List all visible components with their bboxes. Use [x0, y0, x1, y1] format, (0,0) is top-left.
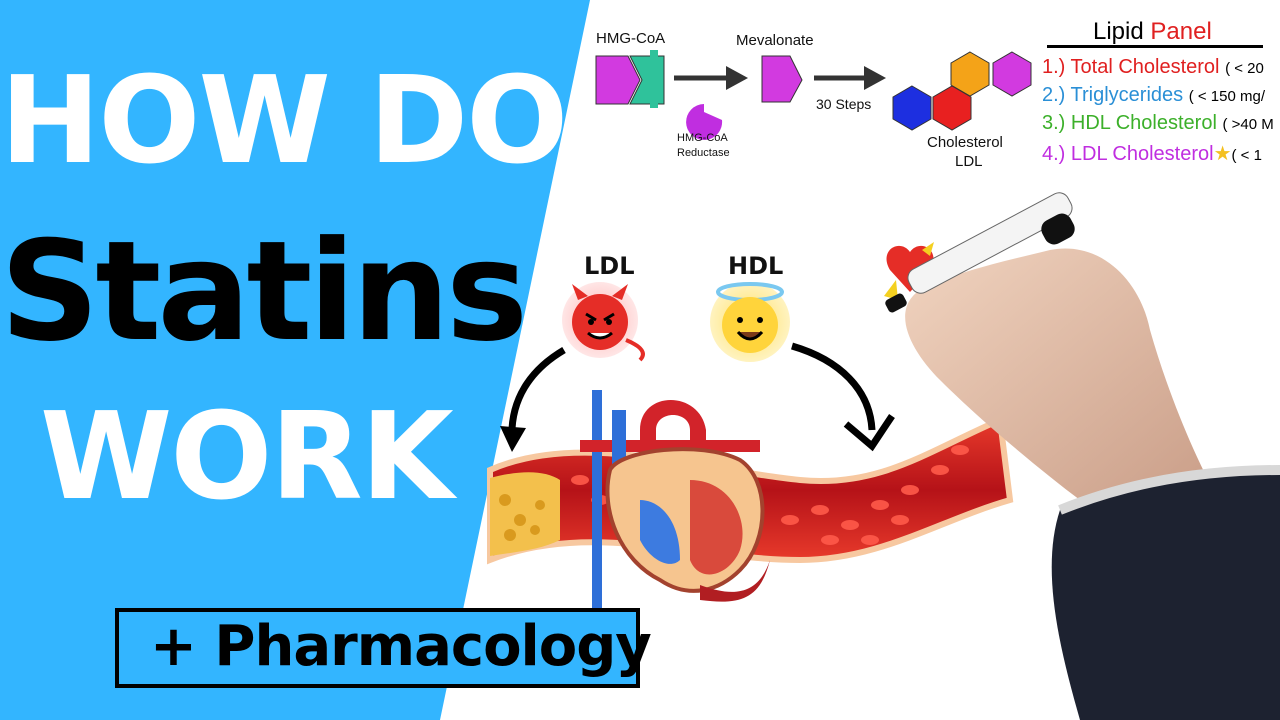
steps-label: 30 Steps	[816, 96, 872, 112]
mevalonate-molecule-icon	[761, 55, 803, 103]
cholesterol-label: Cholesterol	[927, 134, 1003, 151]
title-line-2: Statins	[0, 211, 528, 372]
title-line-3: WORK	[40, 388, 454, 527]
hdl-arrow-head-icon	[843, 414, 895, 452]
lipid-panel-title: Lipid Panel	[1093, 18, 1212, 45]
mevalonate-label: Mevalonate	[736, 32, 814, 49]
hdl-curved-arrow-icon	[791, 342, 876, 431]
heart-icon	[580, 390, 770, 610]
arrow-icon	[674, 66, 748, 90]
cholesterol-molecule-icon	[892, 51, 1032, 131]
ldl-arrow-head-icon	[500, 426, 526, 452]
blue-panel	[0, 0, 590, 720]
subtitle-text: + Pharmacology	[150, 614, 652, 679]
angel-face-icon	[710, 282, 790, 362]
broken-heart-icon	[884, 242, 934, 300]
hdl-label: HDL	[728, 252, 784, 280]
subtitle-badge	[115, 608, 640, 688]
hmg-coa-molecule-icon	[595, 50, 665, 108]
enzyme-label: HMG-CoA	[677, 132, 728, 144]
ldl-label: LDL	[584, 252, 635, 280]
arrow-icon	[814, 66, 886, 90]
star-icon: ★	[1213, 143, 1232, 165]
hand-with-marker-icon	[885, 192, 1280, 720]
ldl-product-label: LDL	[955, 153, 983, 170]
title-line-1: HOW DO	[0, 52, 568, 191]
hmg-coa-label: HMG-CoA	[596, 30, 666, 47]
lipid-panel-underline	[1047, 45, 1263, 48]
lipid-item-triglycerides: 2.) Triglycerides ( < 150 mg/	[1042, 84, 1266, 106]
lipid-item-ldl: 4.) LDL Cholesterol★( < 1	[1042, 143, 1262, 165]
lipid-item-total: 1.) Total Cholesterol ( < 20	[1042, 56, 1264, 78]
lipid-item-hdl: 3.) HDL Cholesterol ( >40 M	[1042, 112, 1274, 134]
devil-face-icon	[562, 282, 645, 362]
enzyme-pacman-icon	[686, 104, 723, 140]
enzyme-label-line2: Reductase	[677, 147, 730, 159]
